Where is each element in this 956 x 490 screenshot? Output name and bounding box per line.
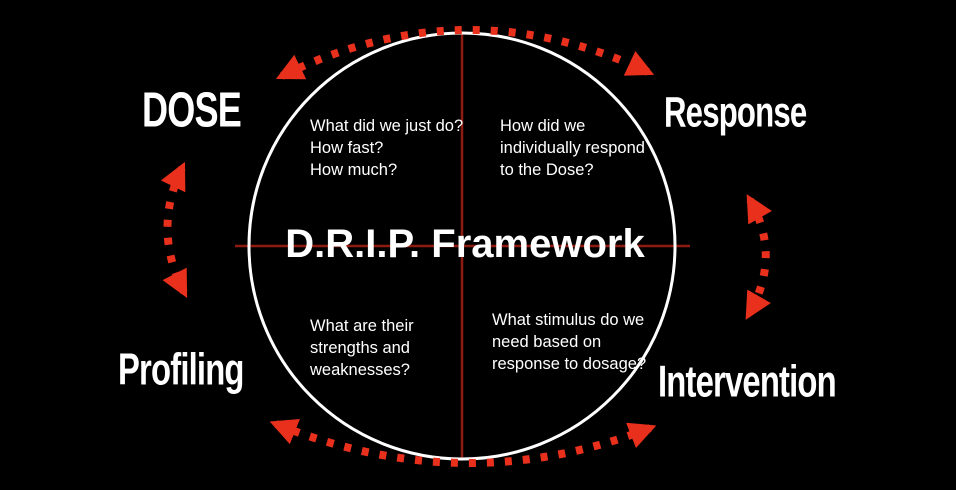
quadrant-circle: [247, 31, 677, 461]
quadrant-text-profiling: What are their strengths and weaknesses?: [310, 317, 414, 379]
diagram-title: D.R.I.P. Framework: [285, 222, 645, 266]
label-dose: DOSE: [142, 83, 242, 138]
label-response: Response: [664, 89, 807, 137]
cycle-arrow-left-icon: [160, 161, 188, 299]
cycle-arrow-top-icon: [275, 26, 655, 80]
label-intervention: Intervention: [658, 357, 837, 407]
label-profiling: Profiling: [118, 345, 244, 395]
quadrant-text-dose: What did we just do? How fast? How much?: [310, 117, 464, 179]
cycle-arrow-right-icon: [745, 194, 772, 320]
quadrant-text-response: How did we individually respond to the D…: [500, 117, 645, 179]
quadrant-text-intervention: What stimulus do we need based on respon…: [492, 311, 647, 373]
